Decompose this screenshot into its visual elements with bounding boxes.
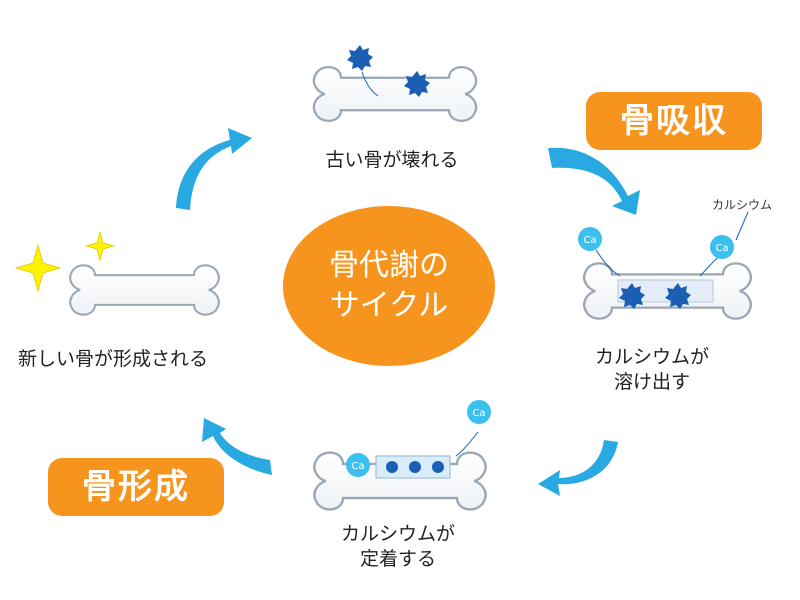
arrow-icon: [202, 418, 272, 475]
sparkle-icon: [14, 243, 62, 293]
step-deposit-line1: カルシウムが: [340, 523, 455, 545]
bone-formation-badge: 骨形成: [48, 458, 224, 516]
right-bone: [582, 211, 753, 320]
osteoclast-cell: [347, 45, 373, 71]
arrow-icon: [176, 128, 252, 210]
svg-text:Ca: Ca: [351, 461, 364, 472]
arrow-icon: [548, 147, 640, 215]
bone-resorption-badge: 骨吸収: [586, 92, 762, 150]
cycle-title: 骨代謝の サイクル: [283, 206, 495, 366]
step-dissolve-line2: 溶け出す: [613, 370, 690, 393]
bottom-bone: [313, 431, 487, 511]
svg-text:Ca: Ca: [715, 243, 728, 254]
calcium-callout-label: カルシウム: [712, 198, 773, 212]
step-break-label: 古い骨が壊れる: [325, 149, 459, 171]
step-dissolve-label: カルシウムが 溶け出す: [572, 345, 732, 394]
calcium-ion: Ca: [710, 235, 734, 259]
cycle-title-line2: サイクル: [329, 288, 449, 323]
step-new-bone-label: 新しい骨が形成される: [18, 348, 209, 370]
svg-text:Ca: Ca: [583, 235, 596, 246]
sparkle-icon: [84, 230, 116, 262]
calcium-ion: Ca: [467, 400, 491, 424]
calcium-ion: Ca: [346, 453, 370, 477]
top-bone: [312, 45, 478, 123]
svg-text:Ca: Ca: [472, 408, 485, 419]
step-dissolve-line1: カルシウムが: [594, 346, 709, 368]
calcium-ion: Ca: [578, 227, 602, 251]
cycle-title-line1: 骨代謝の: [329, 247, 449, 283]
step-deposit-line2: 定着する: [359, 547, 436, 570]
arrow-icon: [538, 440, 618, 496]
step-deposit-label: カルシウムが 定着する: [318, 522, 478, 571]
left-bone: [14, 230, 220, 316]
